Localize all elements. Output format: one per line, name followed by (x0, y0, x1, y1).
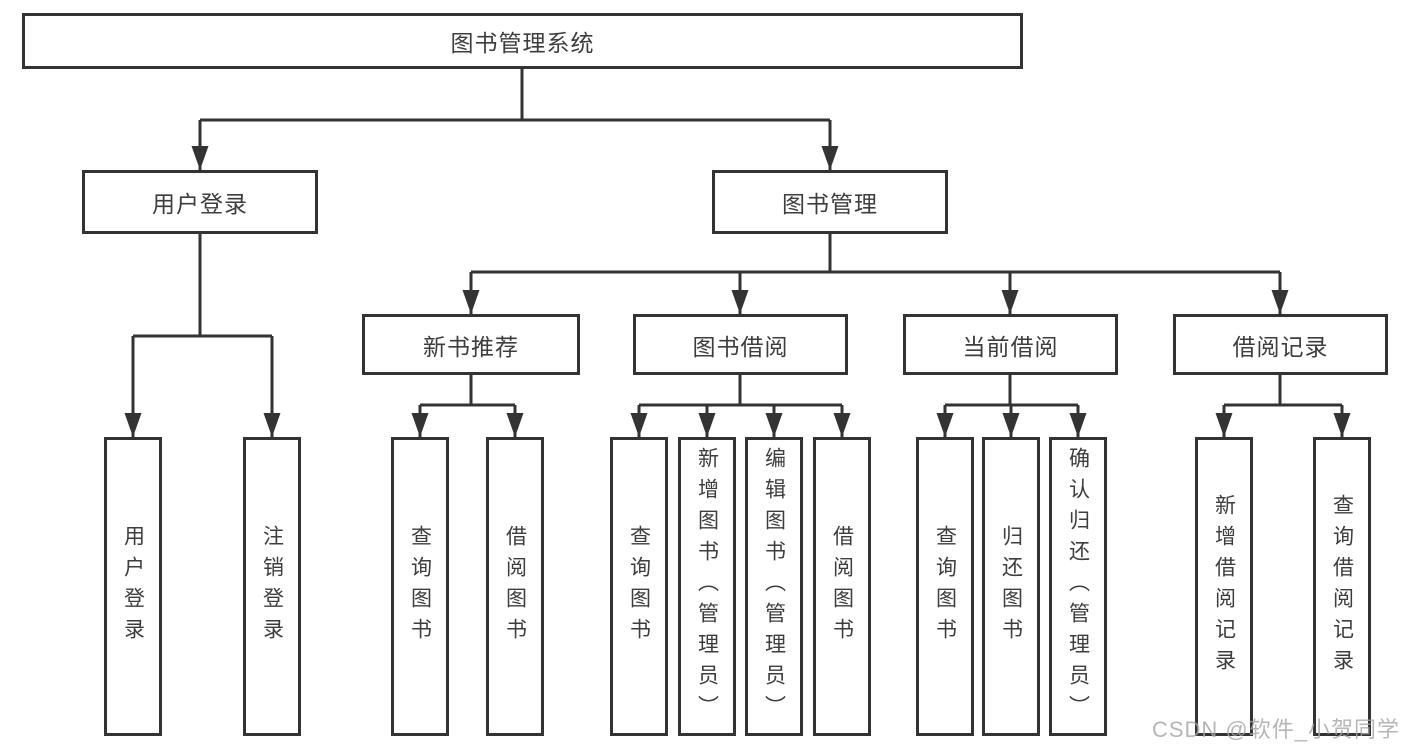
leaf-borrow-books-2-label: 借阅图书 (830, 524, 854, 649)
leaf-user-login: 用户登录 (104, 437, 162, 736)
node-borrow-records-label: 借阅记录 (1232, 333, 1329, 360)
leaf-query-books-3-label: 查询图书 (933, 524, 957, 649)
leaf-query-borrow-record-label: 查询借阅记录 (1330, 493, 1354, 680)
node-book-management-label: 图书管理 (782, 191, 878, 217)
csdn-watermark: CSDN @软件_小贺同学 (1151, 717, 1400, 742)
node-book-borrow-label: 图书借阅 (692, 333, 789, 360)
leaf-add-book-admin-label: 新增图书（管理员） (695, 447, 719, 726)
leaf-logout: 注销登录 (243, 437, 301, 736)
leaf-query-books-1-label: 查询图书 (408, 524, 432, 649)
leaf-edit-book-admin: 编辑图书（管理员） (745, 437, 803, 736)
leaf-query-books-1: 查询图书 (391, 437, 449, 736)
node-current-borrow: 当前借阅 (903, 314, 1118, 375)
node-book-management: 图书管理 (712, 170, 948, 234)
leaf-add-book-admin: 新增图书（管理员） (678, 437, 736, 736)
leaf-user-login-label: 用户登录 (121, 524, 145, 649)
leaf-query-books-2: 查询图书 (610, 437, 668, 736)
leaf-borrow-books-1: 借阅图书 (486, 437, 544, 736)
node-user-login-label: 用户登录 (152, 191, 248, 217)
leaf-borrow-books-1-label: 借阅图书 (503, 524, 527, 649)
leaf-return-books-label: 归还图书 (999, 524, 1023, 649)
node-book-borrow: 图书借阅 (633, 314, 848, 375)
leaf-return-books: 归还图书 (982, 437, 1040, 736)
leaf-query-books-2-label: 查询图书 (627, 524, 651, 649)
node-borrow-records: 借阅记录 (1173, 314, 1388, 375)
node-new-book-recommend: 新书推荐 (362, 314, 580, 375)
leaf-add-borrow-record-label: 新增借阅记录 (1212, 493, 1236, 680)
leaf-confirm-return-admin-label: 确认归还（管理员） (1066, 447, 1090, 726)
leaf-confirm-return-admin: 确认归还（管理员） (1049, 437, 1107, 736)
leaf-query-borrow-record: 查询借阅记录 (1313, 437, 1371, 736)
node-new-book-recommend-label: 新书推荐 (423, 333, 519, 360)
leaf-add-borrow-record: 新增借阅记录 (1195, 437, 1253, 736)
leaf-query-books-3: 查询图书 (916, 437, 974, 736)
root-node-label: 图书管理系统 (450, 30, 595, 56)
leaf-edit-book-admin-label: 编辑图书（管理员） (762, 447, 786, 726)
root-node: 图书管理系统 (22, 13, 1023, 69)
node-current-borrow-label: 当前借阅 (962, 333, 1059, 360)
leaf-logout-label: 注销登录 (260, 524, 284, 649)
leaf-borrow-books-2: 借阅图书 (813, 437, 871, 736)
node-user-login: 用户登录 (82, 170, 318, 234)
connector-arrows (124, 120, 1351, 437)
